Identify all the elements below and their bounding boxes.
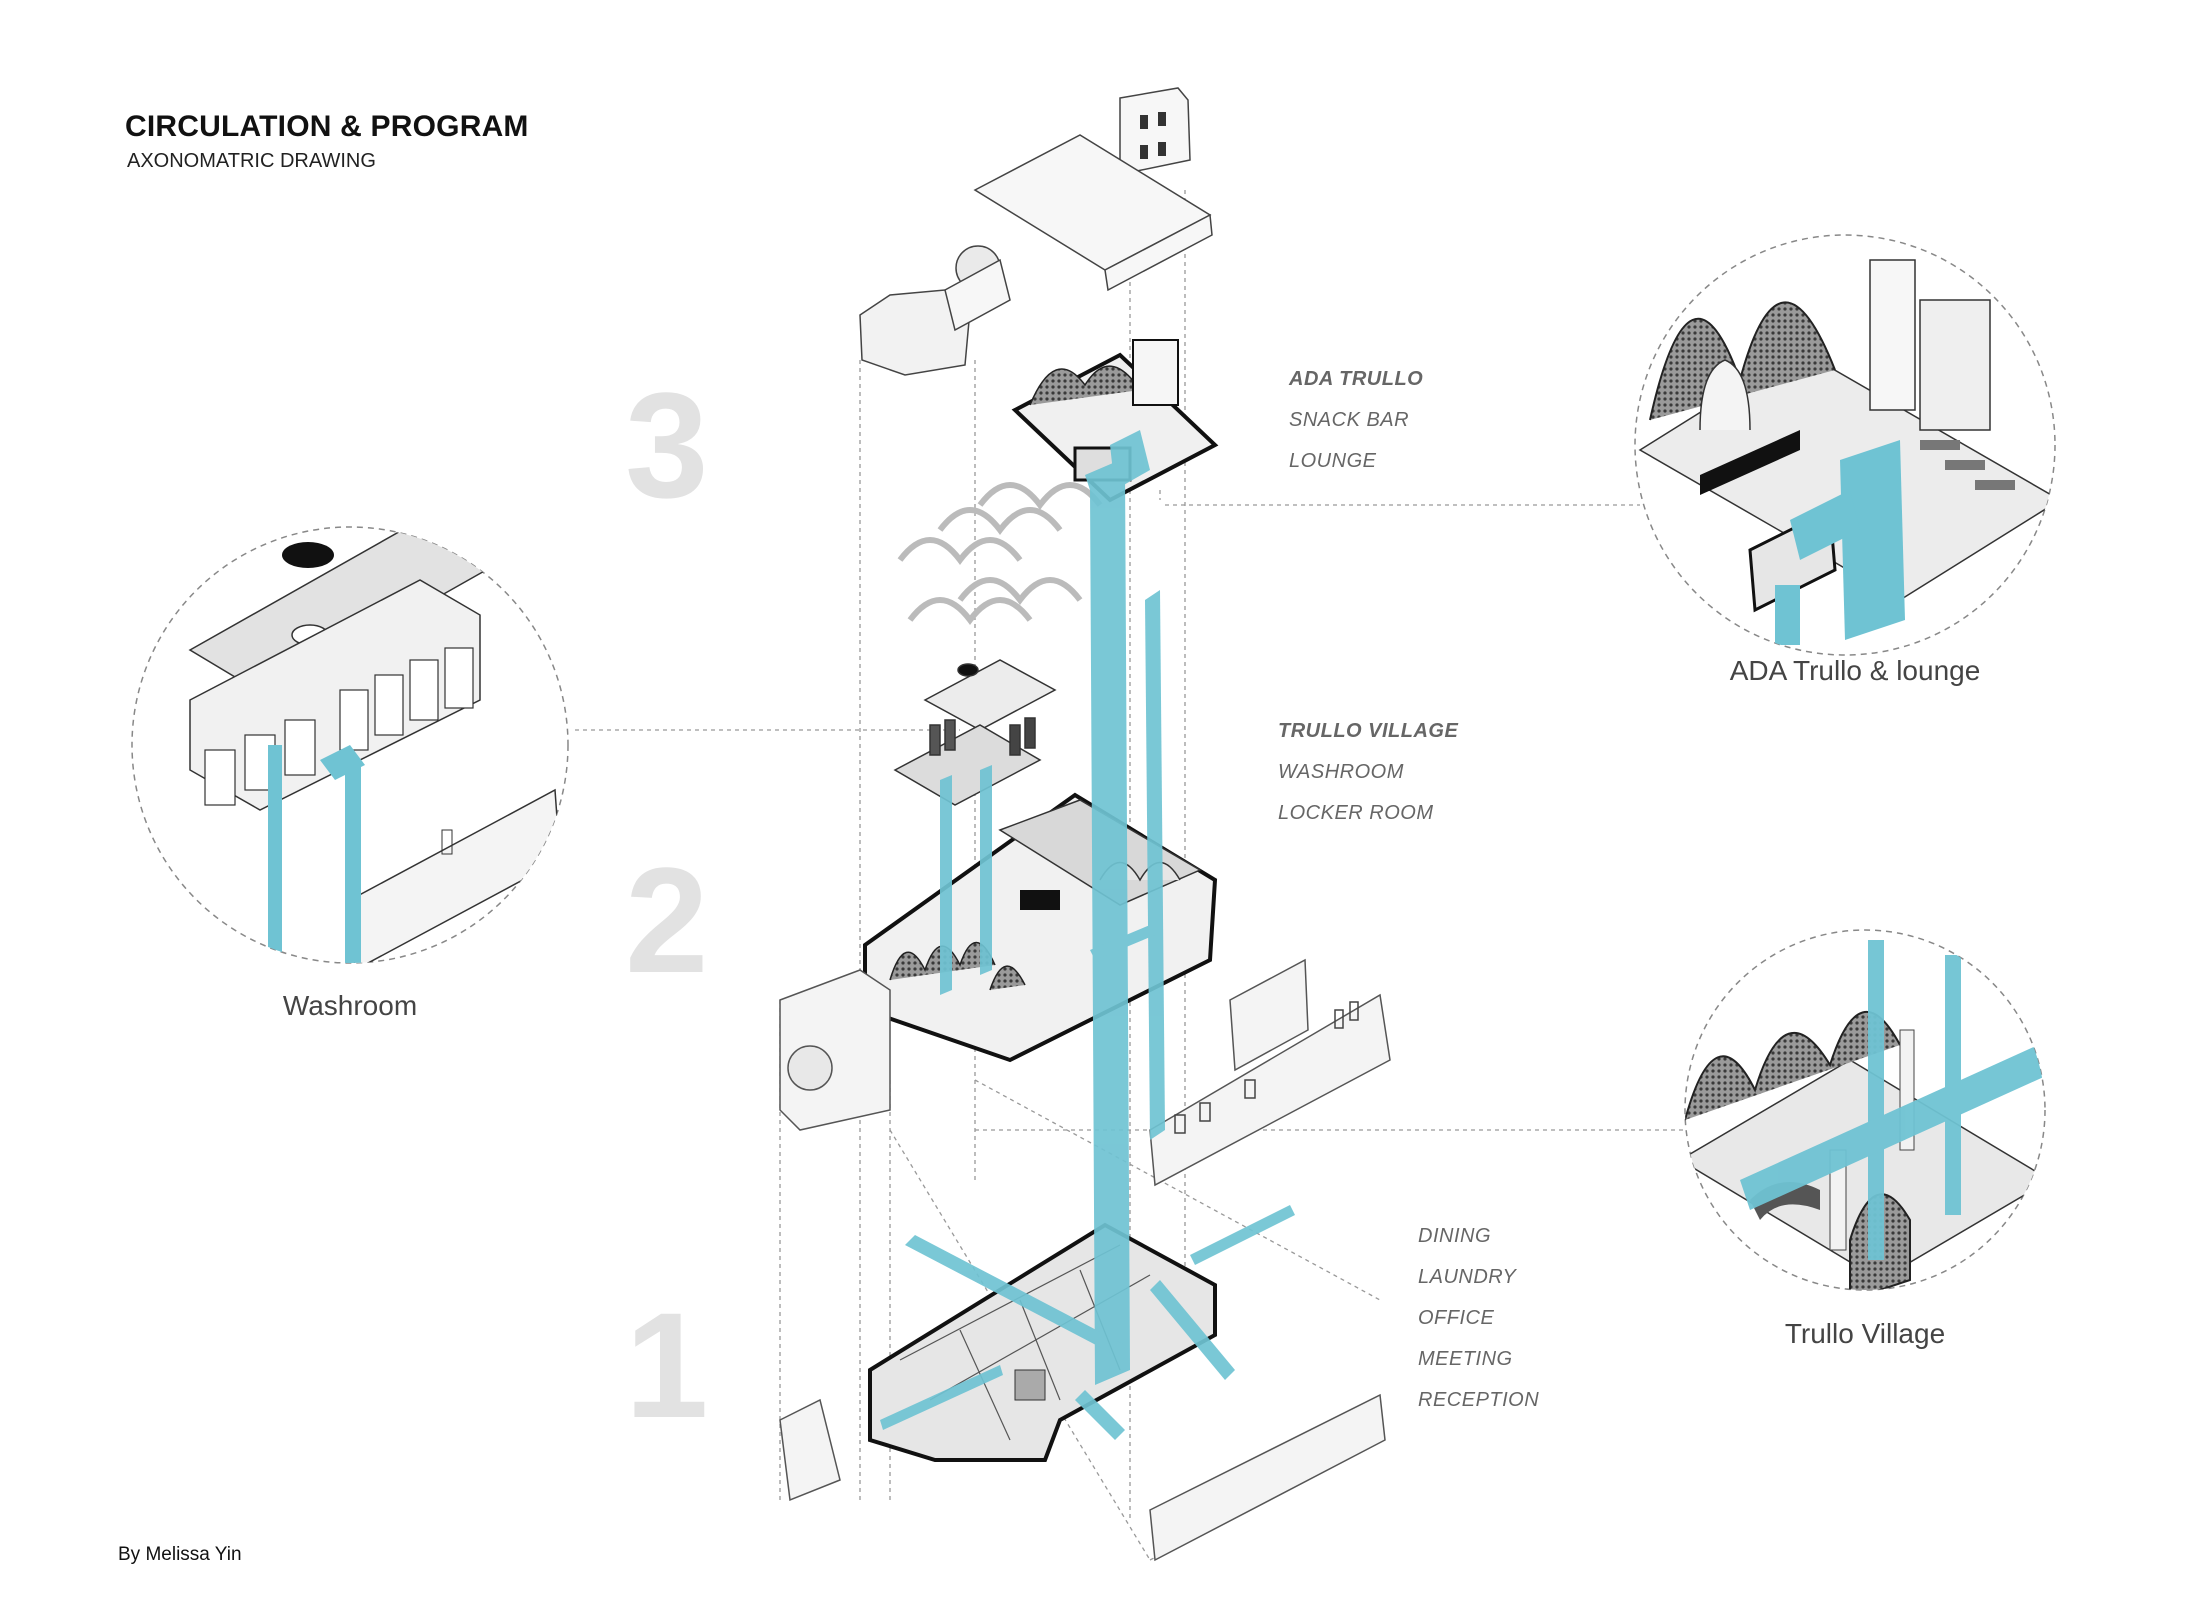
program-level2-item: LOCKER ROOM [1278,802,1434,824]
circulation-paths [880,430,1295,1440]
program-level1-item: MEETING [1418,1348,1513,1370]
level1-floor [868,1222,1217,1462]
page-subtitle: AXONOMATRIC DRAWING [127,150,376,172]
program-level1-item: RECEPTION [1418,1389,1540,1411]
trullo-village-detail-circle [1684,929,2046,1291]
top-roof-building [859,87,1213,376]
level1-walls [779,958,1391,1562]
program-level3-heading: ADA TRULLO [1289,368,1424,390]
page-title: CIRCULATION & PROGRAM [125,110,529,143]
washroom-module [893,659,1057,806]
program-level3-item: SNACK BAR [1289,409,1410,431]
washroom-detail-circle [131,526,569,964]
vault-skeleton [897,482,1103,625]
caption-washroom: Washroom [282,990,418,1021]
caption-trullo-village: Trullo Village [1784,1318,1946,1349]
level-number-1: 1 [625,1281,709,1449]
program-level2-heading: TRULLO VILLAGE [1278,720,1459,742]
program-level3-item: LOUNGE [1289,450,1377,472]
program-level1-item: DINING [1418,1225,1491,1247]
program-level1-item: LAUNDRY [1418,1266,1517,1288]
author-credit: By Melissa Yin [118,1544,242,1565]
level-number-3: 3 [625,361,709,529]
caption-ada-lounge: ADA Trullo & lounge [1729,655,1981,686]
program-level1-item: OFFICE [1418,1307,1495,1329]
ground-windows [1174,1001,1359,1134]
level-number-2: 2 [625,836,709,1004]
program-level2-item: WASHROOM [1278,761,1404,783]
roof-windows [1140,112,1166,159]
ada-lounge-detail-circle [1634,234,2056,656]
